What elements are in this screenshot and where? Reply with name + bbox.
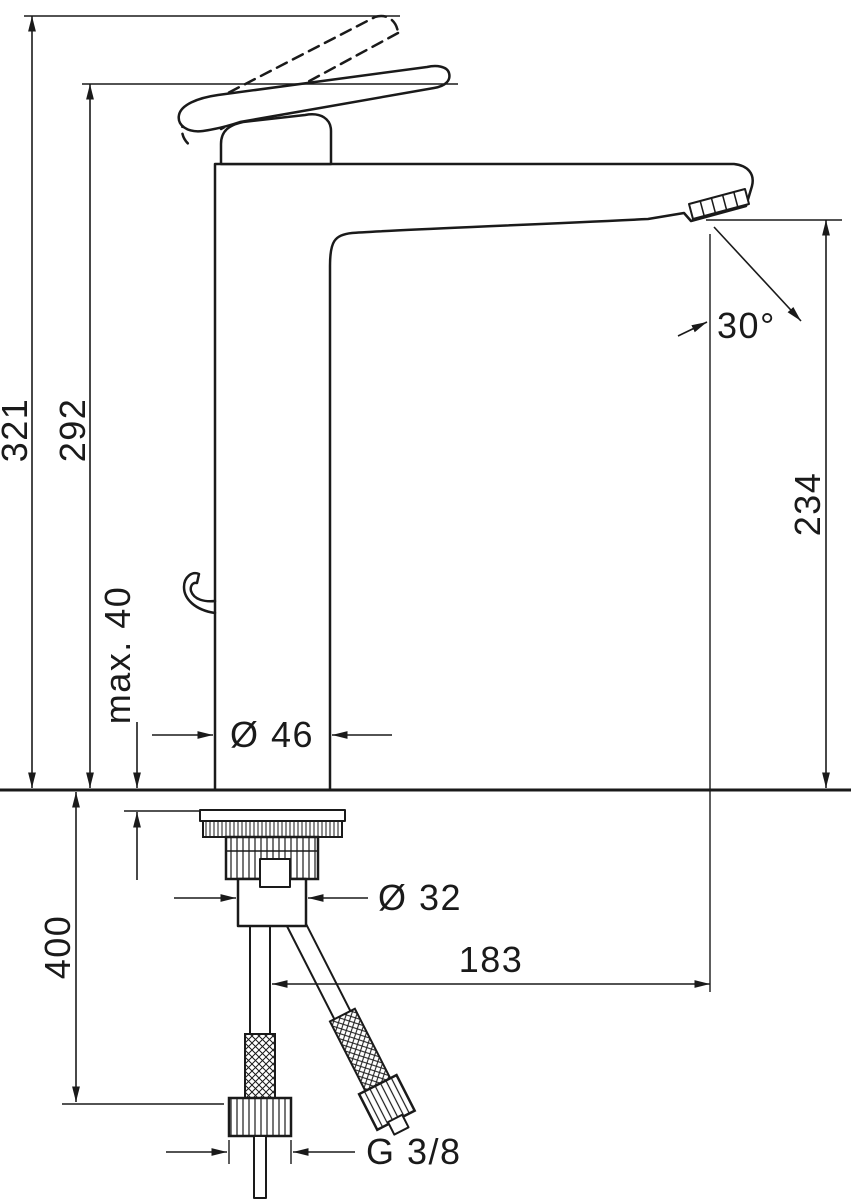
handle-cap <box>219 113 333 166</box>
dim-spout-reach-label: 183 <box>459 939 524 980</box>
washer-plate <box>199 809 346 822</box>
dim-hose-thread: G 3/8 <box>166 1131 462 1172</box>
mounting-hardware <box>199 809 417 1199</box>
dim-spout-height-label: 234 <box>787 472 828 537</box>
dim-hole-diameter-label: Ø 32 <box>378 877 462 918</box>
dimensions: 321 292 max. 40 Ø 46 Ø 32 234 <box>0 15 842 1172</box>
hose-braid-straight <box>244 1033 276 1099</box>
supply-hose-angled <box>285 915 417 1136</box>
handle-raised-dashed-outline <box>180 14 400 148</box>
dim-total-height-label: 321 <box>0 398 35 463</box>
dim-height-to-handle: 292 <box>52 83 458 788</box>
popup-rod-hook <box>182 572 217 615</box>
supply-hose-straight <box>227 925 293 1199</box>
dim-hose-thread-label: G 3/8 <box>366 1131 462 1172</box>
serrated-washer <box>202 820 343 838</box>
shank-tab <box>259 858 291 888</box>
hose-tube-straight <box>249 925 271 1035</box>
faucet-body <box>177 14 754 792</box>
dim-hose-length-label: 400 <box>37 915 78 980</box>
handle-lever <box>177 64 451 133</box>
faucet-outline <box>213 162 754 792</box>
dim-spout-reach: 183 <box>272 234 711 992</box>
dim-max-deck-thickness-label: max. 40 <box>97 586 138 725</box>
hose-nut-straight <box>227 1096 293 1138</box>
hose-braid-angled <box>328 1007 393 1095</box>
aerator-outlet <box>688 188 750 220</box>
dim-hole-diameter: Ø 32 <box>174 877 462 918</box>
hose-pipe-end <box>253 1135 267 1199</box>
dim-jet-angle-label: 30° <box>717 305 776 346</box>
dim-max-deck-thickness: max. 40 <box>97 586 200 880</box>
dim-total-height: 321 <box>0 15 400 788</box>
dim-height-to-handle-label: 292 <box>52 398 93 463</box>
dim-spout-height: 234 <box>706 219 842 788</box>
dim-body-diameter-label: Ø 46 <box>230 714 314 755</box>
dim-jet-angle: 30° <box>677 226 802 346</box>
hose-tube-angled <box>285 915 353 1022</box>
hose-end-angled <box>386 1113 410 1136</box>
dim-hose-length: 400 <box>37 792 224 1105</box>
dim-body-diameter: Ø 46 <box>152 714 392 755</box>
